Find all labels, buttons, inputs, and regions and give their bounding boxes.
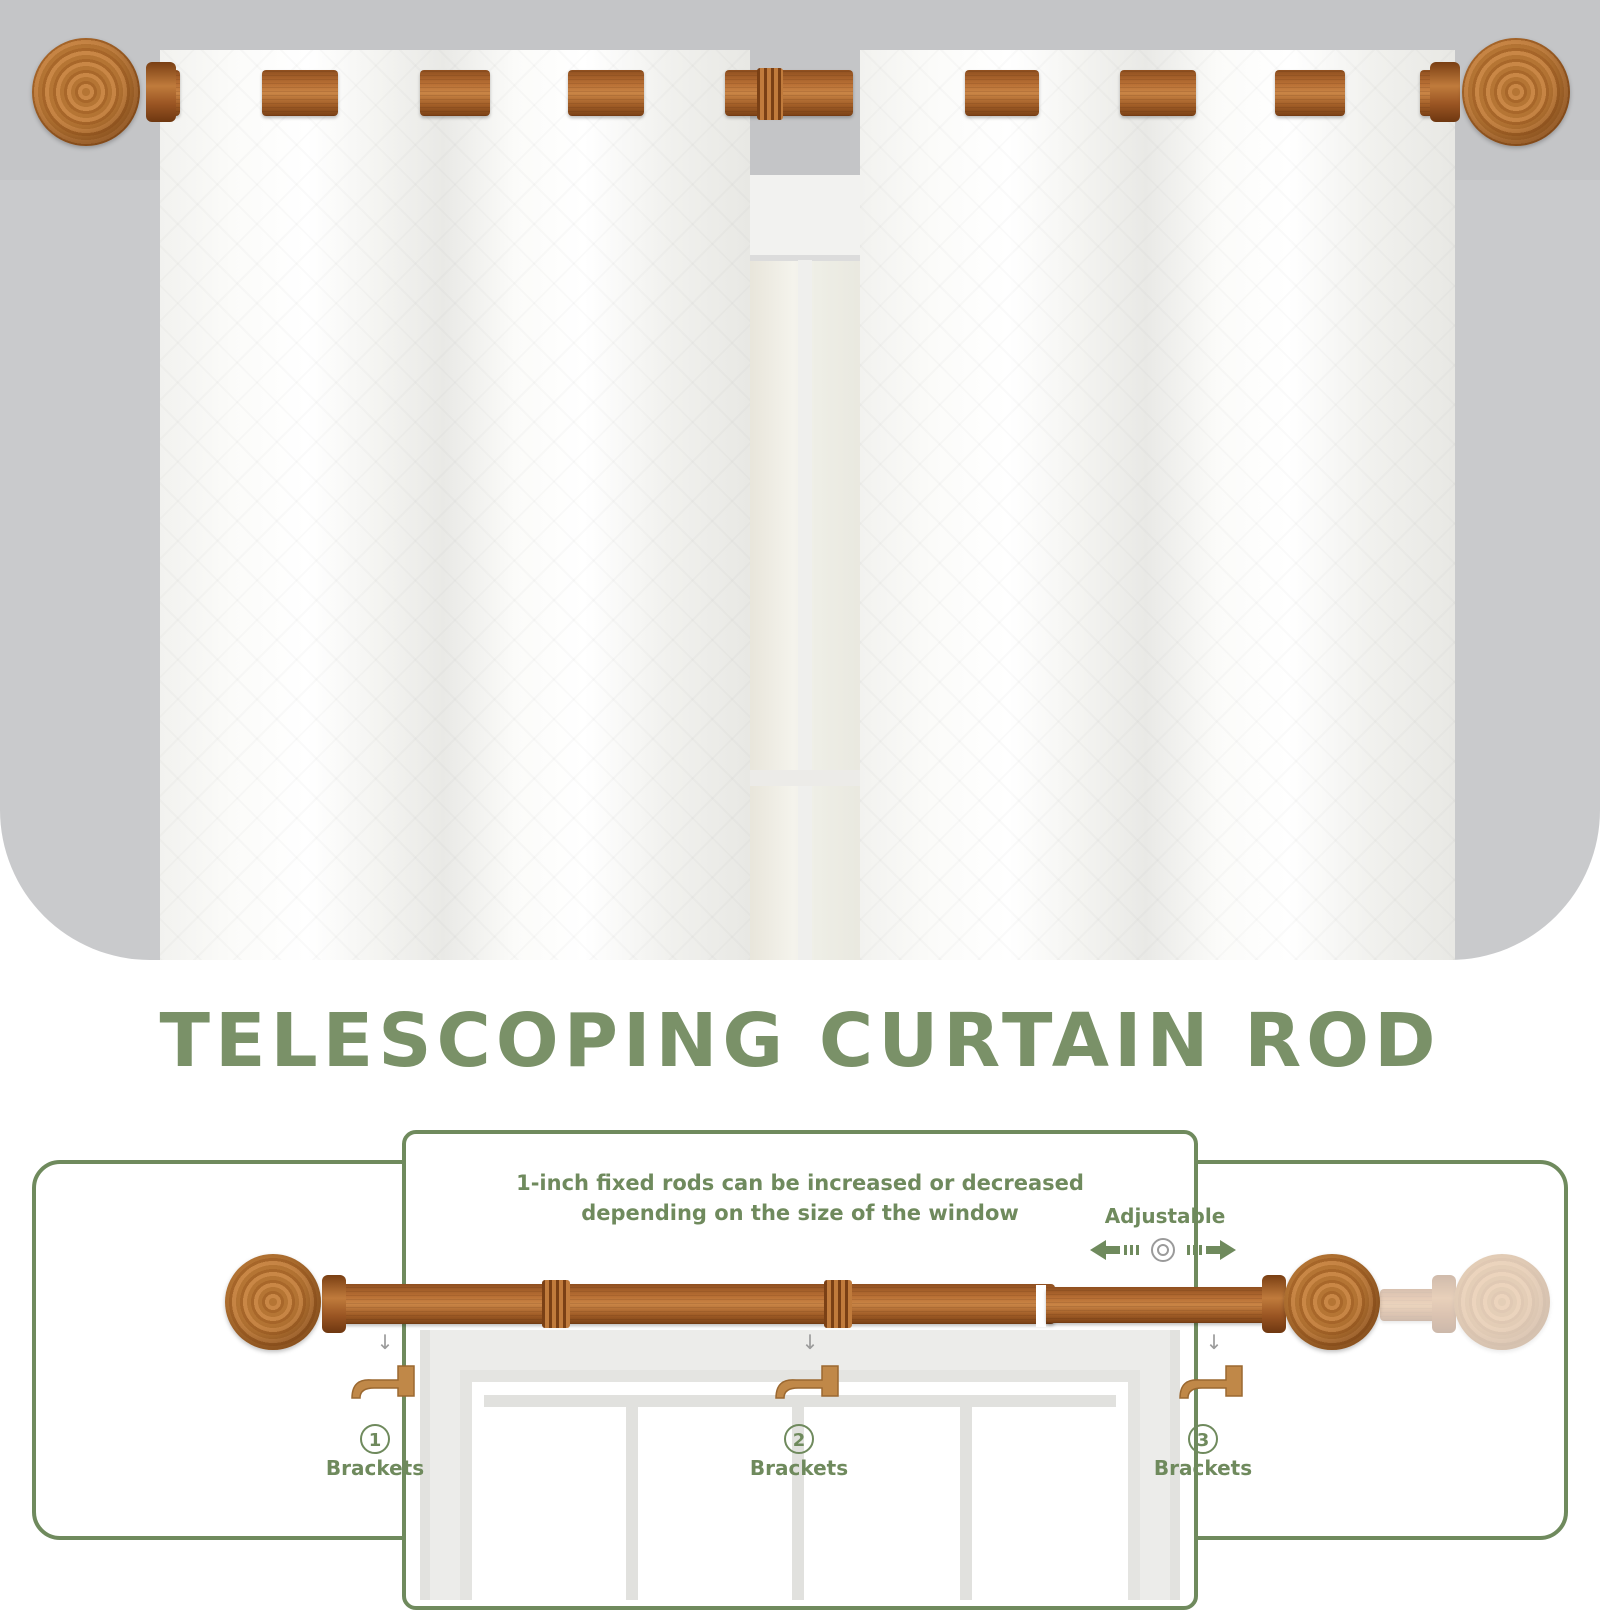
finial-ball-right bbox=[1284, 1254, 1380, 1350]
rod-connector-rings bbox=[824, 1280, 852, 1328]
window-crossbar bbox=[745, 770, 865, 786]
frame-divider-cover bbox=[406, 1160, 1194, 1168]
curtain-rod-segment bbox=[568, 70, 644, 116]
finial-ghost-ball bbox=[1454, 1254, 1550, 1350]
page-title: TELESCOPING CURTAIN ROD bbox=[159, 998, 1441, 1084]
finial-neck-right bbox=[1262, 1275, 1286, 1333]
diagram-caption: 1-inch fixed rods can be increased or de… bbox=[500, 1168, 1100, 1228]
window-illustration-rail bbox=[484, 1395, 1116, 1407]
curtain-rod-segment bbox=[725, 70, 853, 116]
curtain-rod-segment bbox=[1120, 70, 1196, 116]
bracket-label-2: Brackets bbox=[749, 1456, 849, 1480]
arrow-down-icon: ↓ bbox=[1205, 1330, 1223, 1354]
window-mullion bbox=[798, 260, 812, 960]
bracket-number-2: 2 bbox=[784, 1424, 814, 1454]
adjustable-label: Adjustable bbox=[1104, 1204, 1226, 1228]
finial-ghost-neck bbox=[1432, 1275, 1456, 1333]
finial-ball-left bbox=[32, 38, 140, 146]
rod-connector-rings bbox=[542, 1280, 570, 1328]
caption-line-2: depending on the size of the window bbox=[581, 1201, 1019, 1225]
bracket-icon bbox=[1179, 1365, 1243, 1399]
window-frame-top bbox=[745, 175, 865, 261]
rod-fixed-section bbox=[335, 1284, 1055, 1324]
bracket-number-1: 1 bbox=[360, 1424, 390, 1454]
rod-telescoping-section bbox=[1046, 1287, 1268, 1323]
caption-line-1: 1-inch fixed rods can be increased or de… bbox=[516, 1171, 1084, 1195]
finial-ball-left bbox=[225, 1254, 321, 1350]
curtain-rod-segment bbox=[420, 70, 490, 116]
finial-neck-right bbox=[1430, 62, 1460, 122]
curtain-rod-segment bbox=[965, 70, 1039, 116]
rod-ghost-section bbox=[1380, 1289, 1440, 1321]
hero-photo bbox=[0, 0, 1600, 960]
window-illustration-mullion bbox=[960, 1400, 972, 1600]
bracket-icon bbox=[775, 1365, 839, 1399]
window-illustration-mullion bbox=[626, 1400, 638, 1600]
curtain-panel-right bbox=[860, 50, 1455, 960]
bracket-label-3: Brackets bbox=[1153, 1456, 1253, 1480]
rod-connector-rings bbox=[757, 68, 783, 120]
double-arrow-icon bbox=[1090, 1238, 1236, 1262]
curtain-panel-left bbox=[160, 50, 750, 960]
arrow-down-icon: ↓ bbox=[801, 1330, 819, 1354]
bracket-number-3: 3 bbox=[1188, 1424, 1218, 1454]
finial-neck-left bbox=[146, 62, 176, 122]
finial-ball-right bbox=[1462, 38, 1570, 146]
finial-neck-left bbox=[322, 1275, 346, 1333]
arrow-down-icon: ↓ bbox=[376, 1330, 394, 1354]
curtain-rod-segment bbox=[262, 70, 338, 116]
curtain-rod-segment bbox=[1275, 70, 1345, 116]
bracket-icon bbox=[351, 1365, 415, 1399]
rod-extension-gap bbox=[1036, 1285, 1046, 1327]
bracket-label-1: Brackets bbox=[325, 1456, 425, 1480]
